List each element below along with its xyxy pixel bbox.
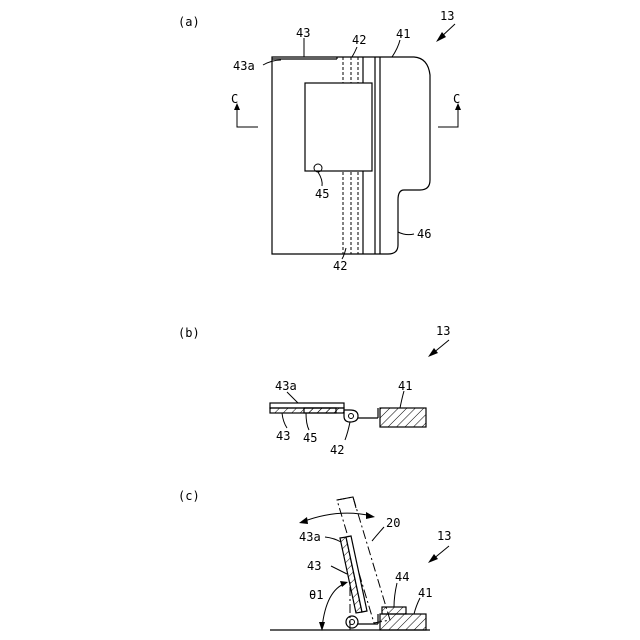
ref-43a-c: 43a	[299, 530, 321, 544]
lid-43a-b	[270, 403, 344, 408]
ref-41-a: 41	[396, 27, 410, 41]
ref-45-a: 45	[315, 187, 329, 201]
ref-45-b: 45	[303, 431, 317, 445]
rotation-arrow	[299, 512, 375, 524]
panel-c: (c) 13	[178, 489, 451, 631]
angle-theta1: θ1	[309, 588, 323, 602]
ref-43a-b: 43a	[275, 379, 297, 393]
ref-43-b: 43	[276, 429, 290, 443]
lid-43-c	[340, 536, 367, 613]
section-marker-left	[234, 103, 258, 127]
section-marker-right	[438, 103, 461, 127]
part-44	[382, 607, 406, 614]
ref-43-a: 43	[296, 26, 310, 40]
frame-41-b	[380, 408, 426, 427]
panel-b-label: (b)	[178, 326, 200, 340]
ref-13-b: 13	[436, 324, 450, 338]
arrow-13-a	[436, 24, 455, 42]
panel-a: (a) 13	[178, 9, 461, 273]
ref-42-top: 42	[352, 33, 366, 47]
ref-43-c: 43	[307, 559, 321, 573]
panel-c-label: (c)	[178, 489, 200, 503]
panel-a-label: (a)	[178, 15, 200, 29]
panel-b: (b) 13 43a 41 43 45 42	[178, 324, 450, 457]
hinge-42-c	[346, 614, 378, 628]
arrow-13-b	[428, 340, 449, 357]
ref-13-c: 13	[437, 529, 451, 543]
section-c-left: C	[231, 92, 238, 106]
window-45	[305, 83, 372, 171]
ref-20: 20	[386, 516, 400, 530]
ref-46: 46	[417, 227, 431, 241]
frame-41-c	[380, 614, 426, 630]
ref-44: 44	[395, 570, 409, 584]
hinge-42-b	[344, 408, 378, 422]
ref-13-a: 13	[440, 9, 454, 23]
section-c-right: C	[453, 92, 460, 106]
ref-41-b: 41	[398, 379, 412, 393]
ref-41-c: 41	[418, 586, 432, 600]
ref-42-b: 42	[330, 443, 344, 457]
ref-43a-a: 43a	[233, 59, 255, 73]
arrow-13-c	[428, 546, 449, 563]
ref-42-bottom: 42	[333, 259, 347, 273]
